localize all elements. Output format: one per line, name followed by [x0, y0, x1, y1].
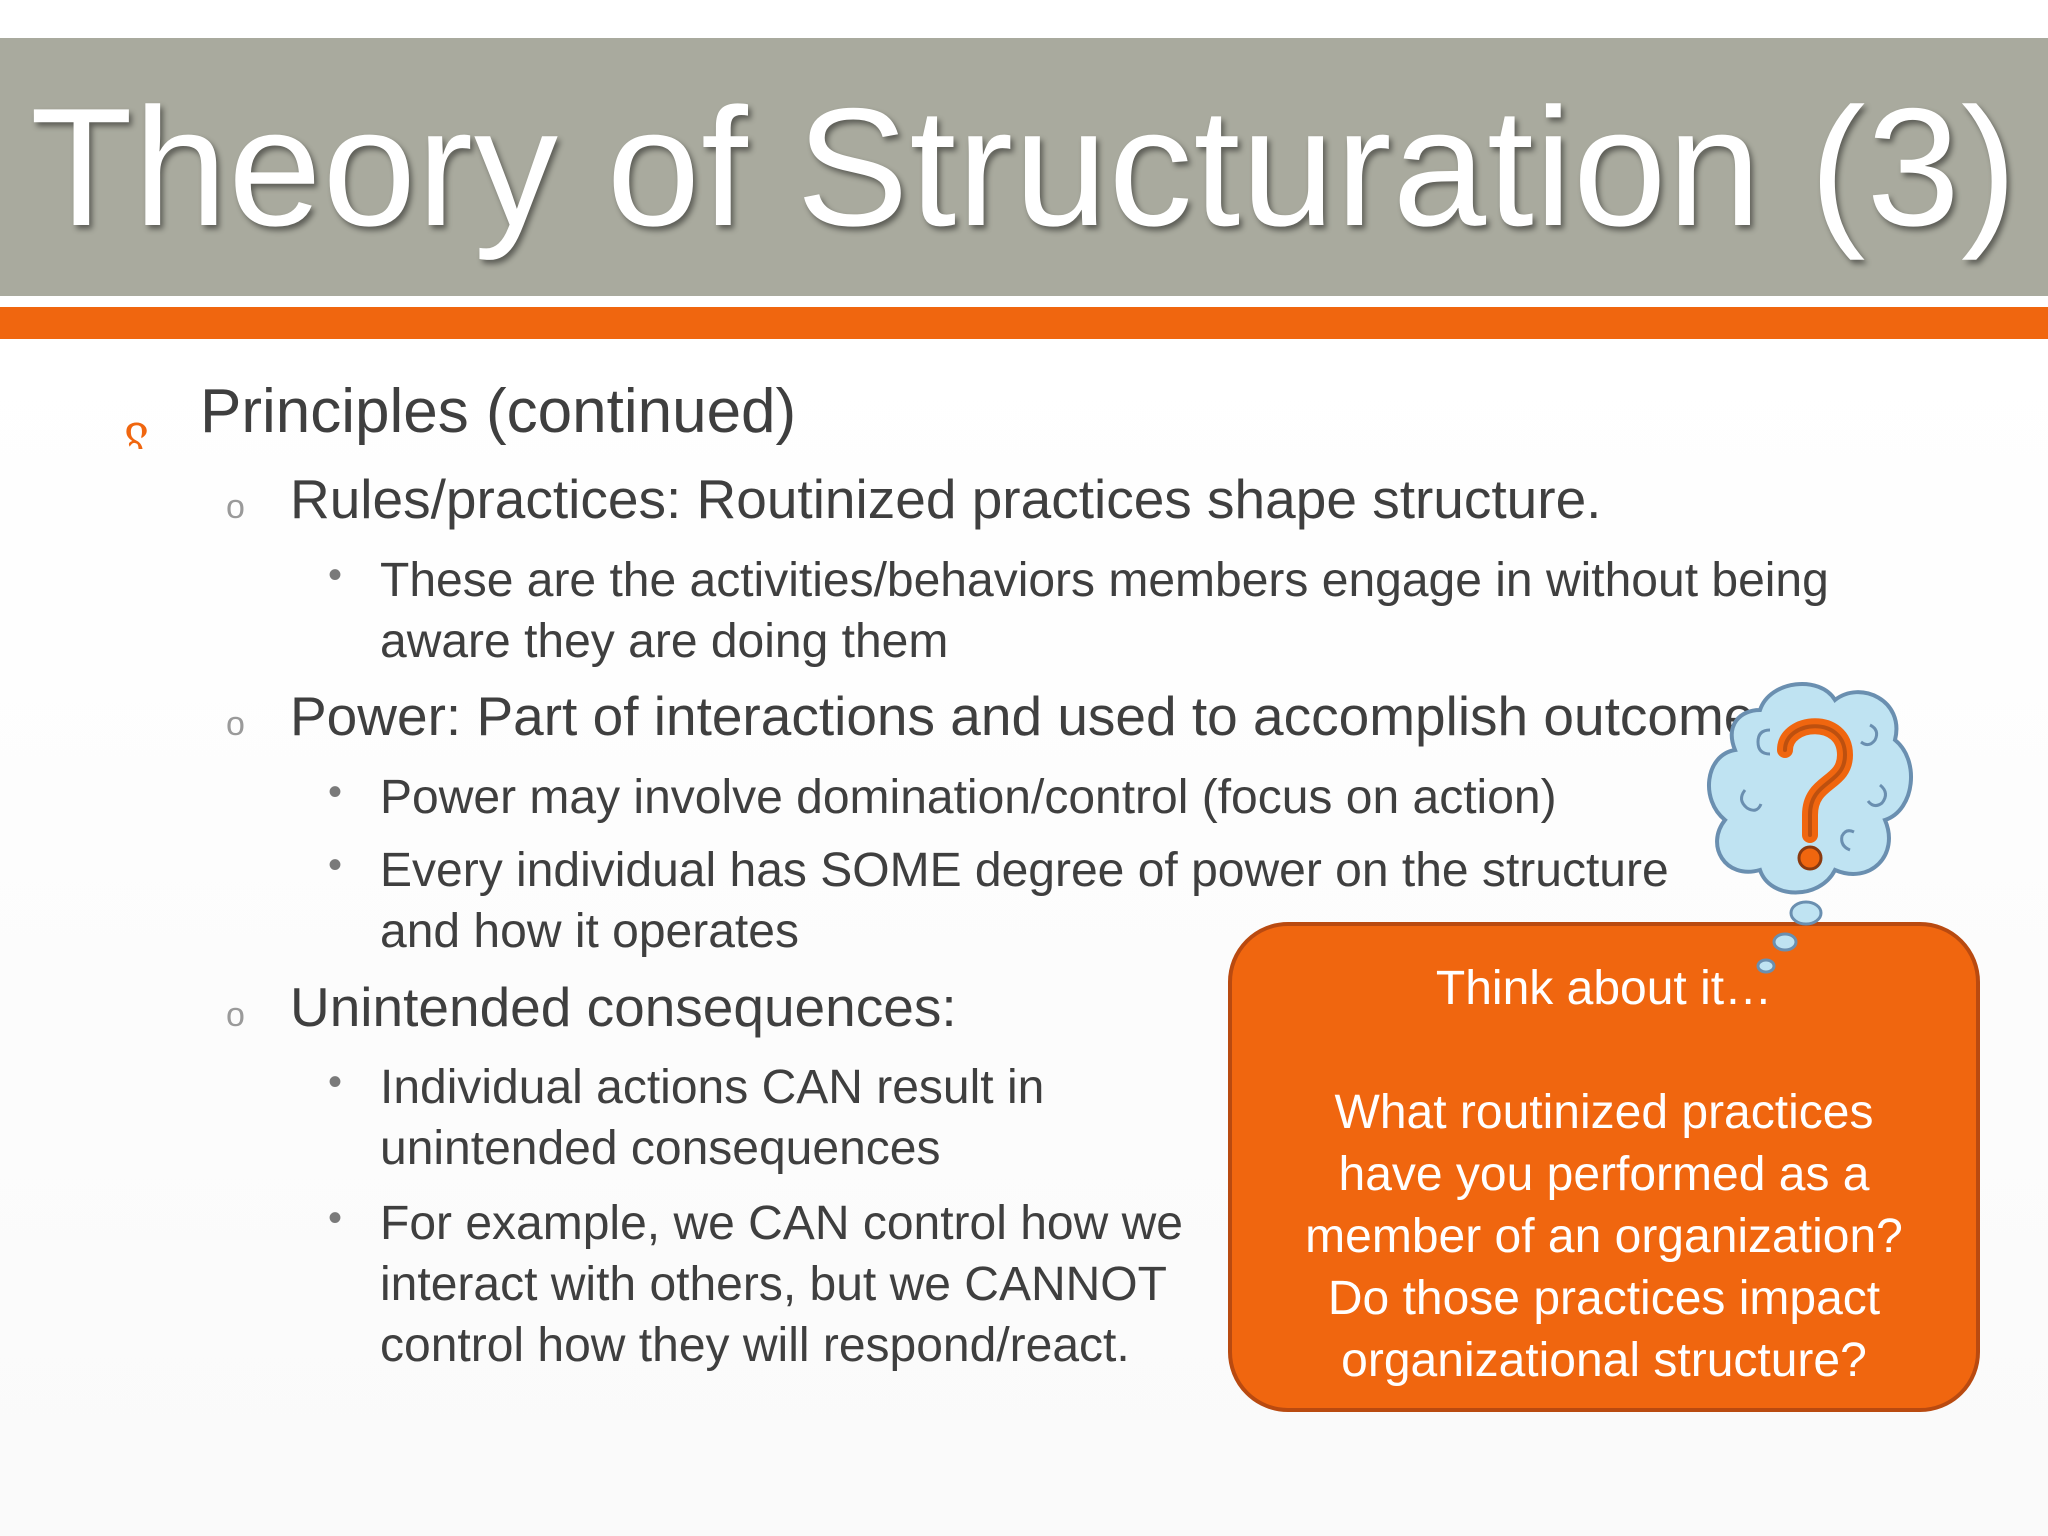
bullet-unintended-sub-1a: Individual actions CAN result in — [380, 1061, 1045, 1114]
bullet-unintended-sub-2a: For example, we CAN control how we — [380, 1197, 1183, 1250]
callout-line-5: organizational structure? — [1341, 1334, 1867, 1387]
callout-line-3: member of an organization? — [1305, 1210, 1903, 1263]
callout-line-4: Do those practices impact — [1327, 1272, 1881, 1325]
bullet-rules-sub-1a: These are the activities/behaviors membe… — [380, 554, 1829, 607]
callout-line-1: What routinized practices — [1334, 1086, 1874, 1139]
bullet-rules: Rules/practices: Routinized practices sh… — [290, 468, 1602, 530]
bullet-rules-sub-1b: aware they are doing them — [380, 615, 949, 668]
bullet-unintended-sub-2c: control how they will respond/react. — [380, 1319, 1130, 1372]
circle-bullet-icon: o — [226, 488, 245, 526]
title-accent-bar — [0, 307, 2048, 339]
bullet-power-sub-1: Power may involve domination/control (fo… — [380, 771, 1557, 824]
slide-title: Theory of Structuration (3) — [30, 72, 2018, 261]
dot-bullet-icon: • — [328, 843, 343, 887]
circle-bullet-icon: o — [226, 996, 245, 1034]
circle-bullet-icon: o — [226, 705, 245, 743]
callout-heading: Think about it… — [1435, 962, 1773, 1015]
dot-bullet-icon: • — [328, 1196, 343, 1240]
swirl-bullet-icon: ჺ — [124, 406, 150, 457]
think-about-it-callout: Think about it… What routinized practice… — [1228, 922, 1980, 1412]
bullet-power-sub-2a: Every individual has SOME degree of powe… — [380, 844, 1669, 897]
bullet-unintended-sub-2b: interact with others, but we CANNOT — [380, 1258, 1167, 1311]
dot-bullet-icon: • — [328, 553, 343, 597]
bullet-power-sub-2b: and how it operates — [380, 905, 799, 958]
callout-line-2: have you performed as a — [1338, 1148, 1870, 1201]
dot-bullet-icon: • — [328, 1060, 343, 1104]
bullet-principles: Principles (continued) — [200, 377, 797, 446]
bullet-unintended: Unintended consequences: — [290, 976, 957, 1038]
dot-bullet-icon: • — [328, 770, 343, 814]
title-band — [0, 38, 2048, 296]
question-mark-thought-bubble-icon — [1707, 682, 1913, 974]
bullet-unintended-sub-1b: unintended consequences — [380, 1122, 941, 1175]
bullet-power: Power: Part of interactions and used to … — [290, 685, 1782, 747]
